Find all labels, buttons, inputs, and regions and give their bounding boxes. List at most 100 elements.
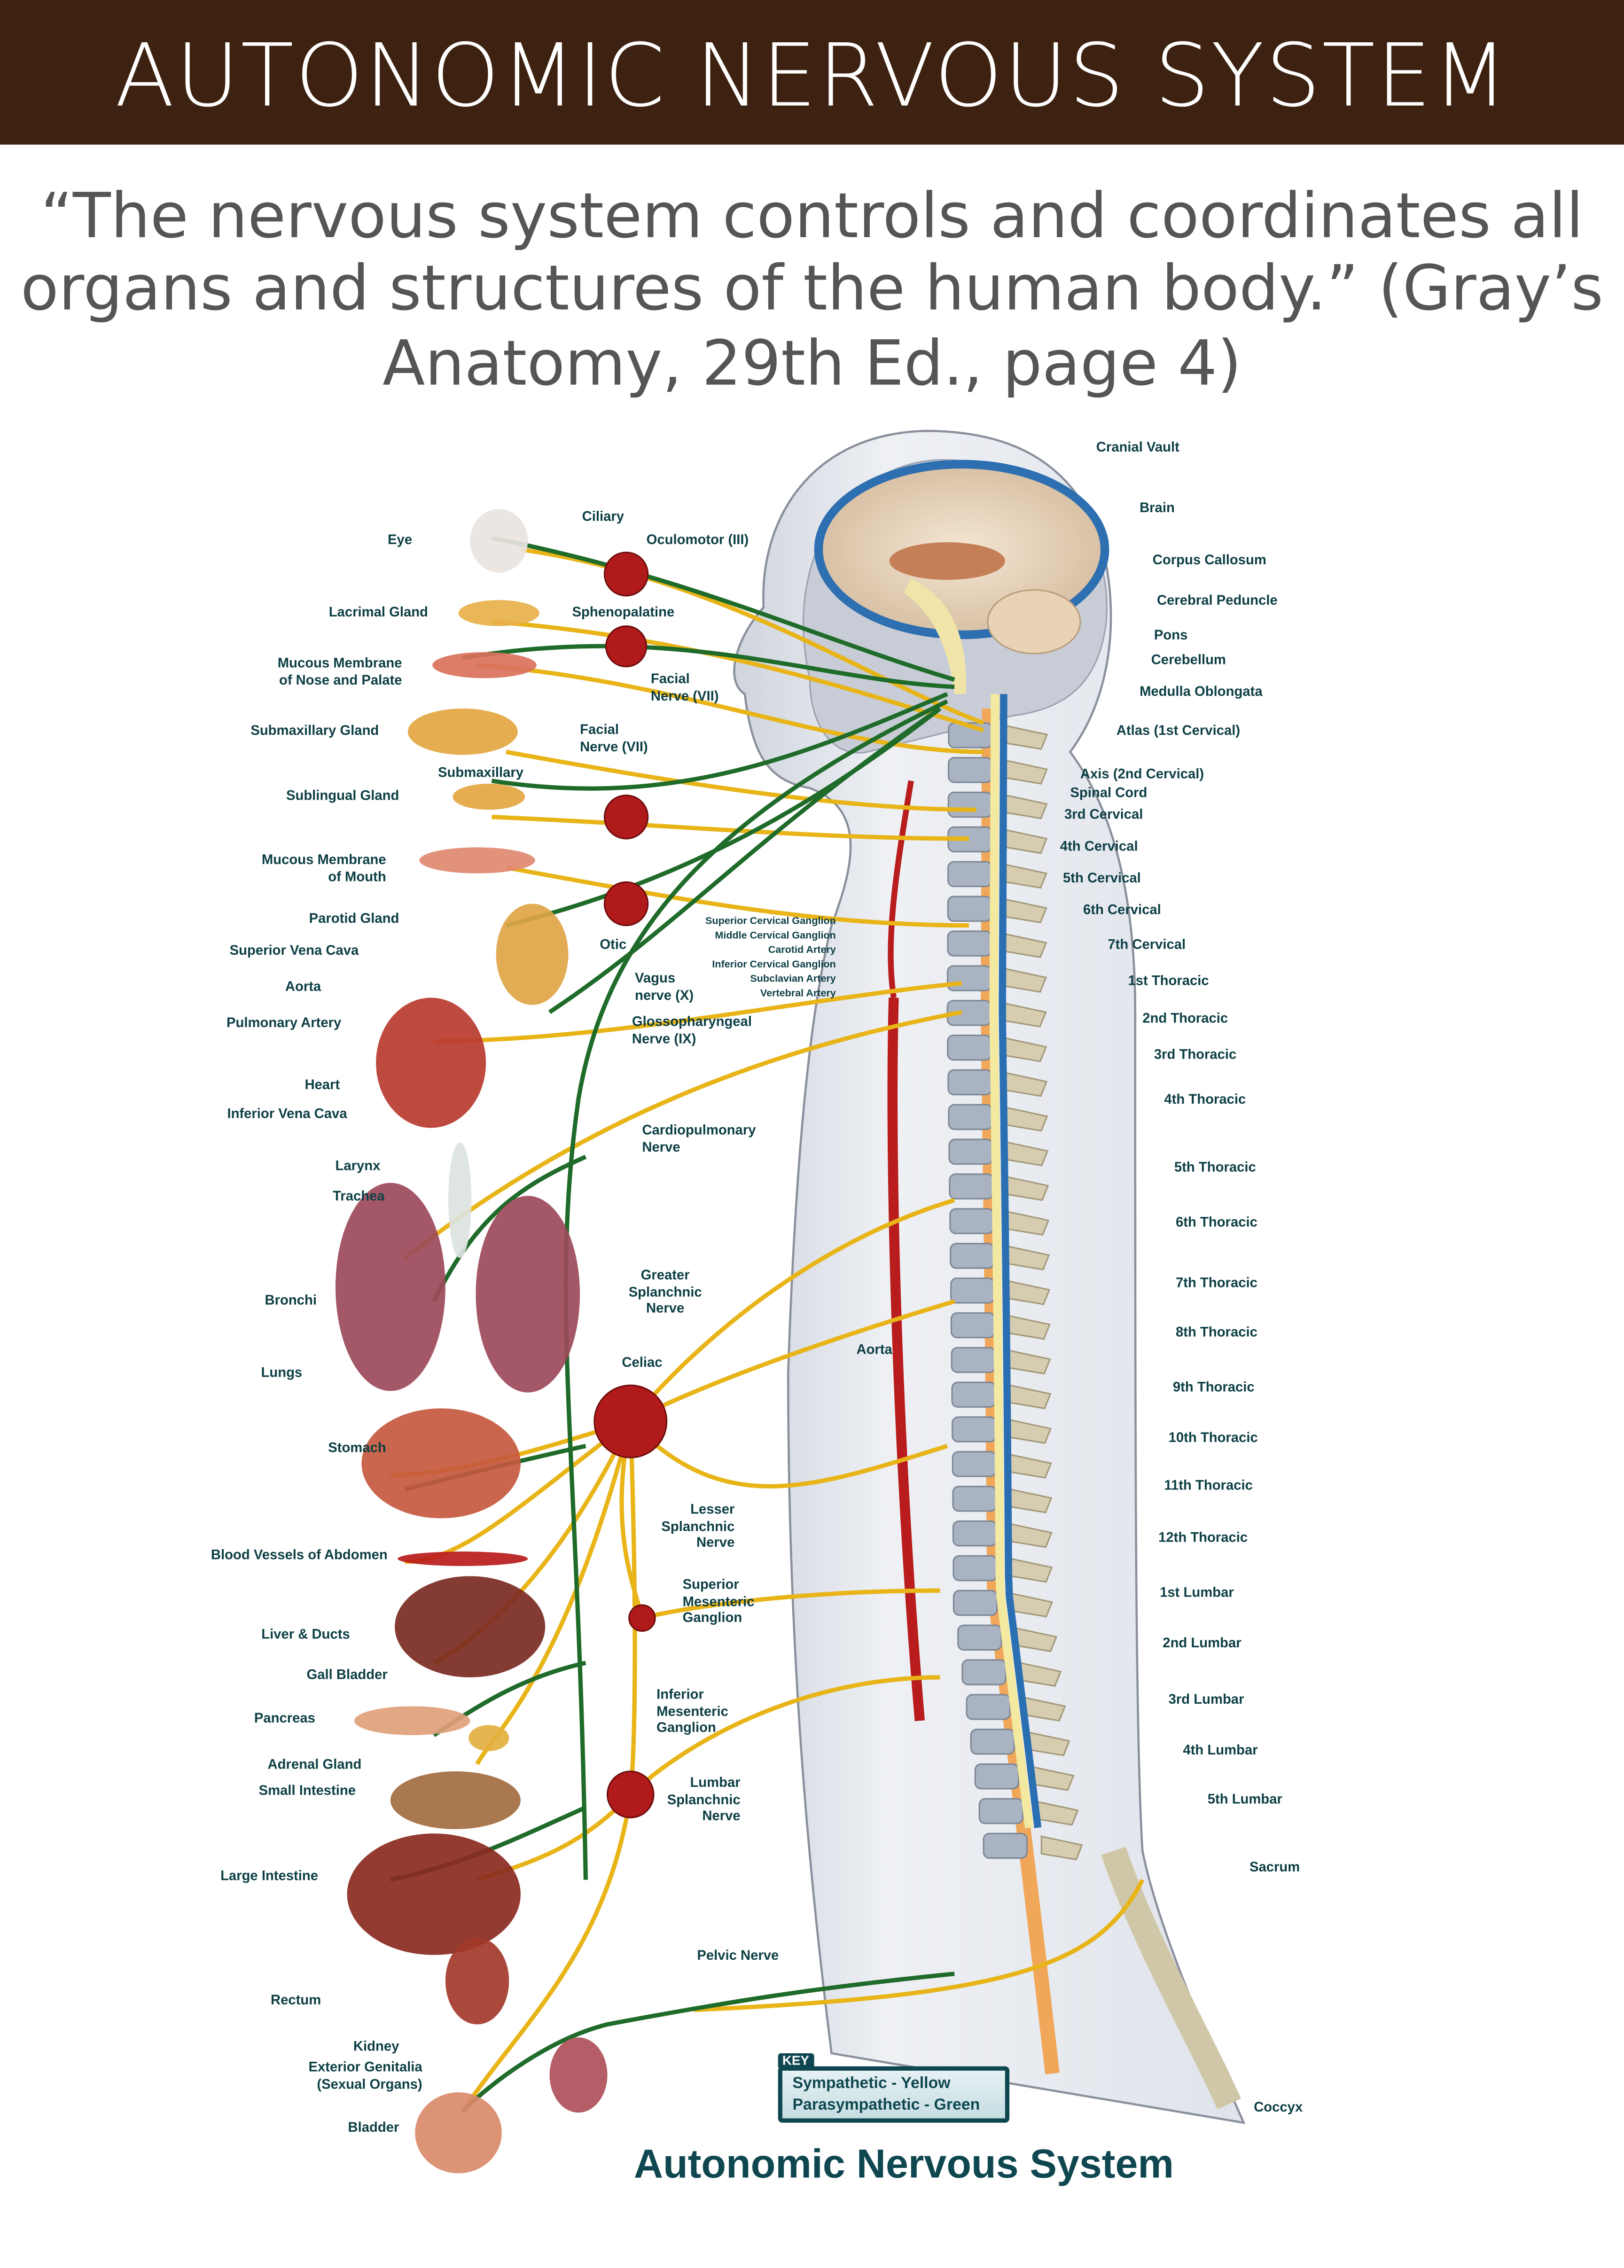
label-organs-5: Mucous Membrane of Mouth <box>261 852 386 885</box>
corpus-callosum <box>889 542 1005 580</box>
label-spine-14: 7th Cervical <box>1108 937 1186 953</box>
vertebral-body <box>949 1208 994 1234</box>
genitalia <box>549 2037 608 2113</box>
brainstem <box>904 578 967 694</box>
adrenal-gland <box>468 1725 509 1751</box>
label-nerves-13: Superior Mesenteric Ganglion <box>682 1577 755 1627</box>
spinal-column <box>946 694 1241 2110</box>
bottom-title: Autonomic Nervous System <box>633 2141 1174 2187</box>
label-organs-27: Bladder <box>348 2120 399 2136</box>
aorta-artery <box>887 998 925 1722</box>
label-spine-22: 8th Thoracic <box>1176 1325 1257 1341</box>
ciliary-ganglion <box>603 552 649 597</box>
label-spine-32: Sacrum <box>1249 1860 1300 1876</box>
vertebral-body <box>952 1451 997 1477</box>
label-nerves-4: Facial Nerve (VII) <box>580 722 648 755</box>
label-organs-9: Pulmonary Artery <box>226 1015 342 1032</box>
label-spine-8: Axis (2nd Cervical) <box>1080 766 1204 783</box>
label-organs-8: Aorta <box>285 979 321 996</box>
label-organs-23: Large Intestine <box>220 1868 319 1885</box>
label-nerves-7: Vagus nerve (X) <box>635 971 694 1004</box>
sympathetic-nerve <box>492 619 984 733</box>
vertebral-body <box>952 1486 997 1512</box>
label-spine-5: Cerebellum <box>1151 652 1226 669</box>
label-spine-27: 1st Lumbar <box>1160 1585 1234 1601</box>
quote-line-1: “The nervous system controls and coordin… <box>40 180 1584 253</box>
label-spine-0: Cranial Vault <box>1096 440 1179 456</box>
vertebral-body <box>948 1138 993 1165</box>
label-organs-26: Exterior Genitalia (Sexual Organs) <box>308 2059 422 2093</box>
label-spine-29: 3rd Lumbar <box>1168 1692 1244 1708</box>
vertebral-body <box>970 1729 1015 1755</box>
submaxillary-gland <box>407 708 518 755</box>
trachea <box>448 1142 472 1258</box>
vertebral-body <box>953 1590 998 1616</box>
lacrimal-gland <box>458 600 539 626</box>
sympathetic-nerve <box>506 749 976 812</box>
label-nerves-1: Oculomotor (III) <box>646 532 749 549</box>
label-spine-21: 7th Thoracic <box>1176 1276 1257 1292</box>
label-organs-18: Liver & Ducts <box>261 1627 350 1643</box>
label-organs-6: Parotid Gland <box>309 911 399 927</box>
label-nerves-16: Pelvic Nerve <box>697 1948 779 1964</box>
label-spine-11: 4th Cervical <box>1060 839 1138 855</box>
superior-mesenteric-ganglion <box>628 1604 656 1632</box>
vertebral-body <box>961 1659 1007 1685</box>
parasympathetic-nerve <box>462 644 955 689</box>
label-neck-1: Middle Cervical Ganglion <box>715 931 836 942</box>
label-spine-4: Pons <box>1154 628 1188 644</box>
label-organs-3: Submaxillary Gland <box>250 723 379 740</box>
label-organs-0: Eye <box>388 532 413 549</box>
label-spine-17: 3rd Thoracic <box>1154 1047 1237 1063</box>
sympathetic-nerve <box>629 1419 948 1489</box>
quote-line-2: organs and structures of the human body.… <box>20 253 1604 326</box>
spinal-cord-core <box>989 694 1034 1829</box>
vertebral-process <box>1040 1835 1083 1861</box>
label-nerves-6: Otic <box>600 937 627 953</box>
label-organs-2: Mucous Membrane of Nose and Palate <box>277 655 402 688</box>
label-spine-18: 4th Thoracic <box>1164 1092 1246 1108</box>
label-nerves-3: Facial Nerve (VII) <box>650 671 719 704</box>
key-tab: KEY <box>778 2053 814 2068</box>
parasympathetic-nerve <box>432 1154 587 1302</box>
otic-ganglion <box>603 881 649 927</box>
label-nerves-9: Cardiopulmonary Nerve <box>642 1122 756 1155</box>
vertebral-body <box>948 757 993 783</box>
nerve-paths <box>390 536 1145 2113</box>
label-spine-33: Coccyx <box>1254 2100 1303 2116</box>
label-nerves-14: Inferior Mesenteric Ganglion <box>656 1687 728 1737</box>
label-organs-4: Sublingual Gland <box>286 788 399 804</box>
nasal-mucosa <box>432 652 537 678</box>
key-legend: Sympathetic - Yellow Parasympathetic - G… <box>778 2066 1010 2123</box>
label-organs-24: Rectum <box>270 1993 321 2009</box>
vertebral-body <box>950 1312 996 1339</box>
quote-line-3: Anatomy, 29th Ed., page 4) <box>382 328 1242 401</box>
label-nerves-10: Greater Splanchnic Nerve <box>628 1268 702 1317</box>
key-sympathetic: Sympathetic - Yellow <box>792 2075 951 2093</box>
label-spine-25: 11th Thoracic <box>1164 1478 1253 1494</box>
label-organs-25: Kidney <box>353 2039 399 2055</box>
vertebral-body <box>952 1520 998 1547</box>
header-bar: AUTONOMIC NERVOUS SYSTEM <box>0 0 1624 145</box>
sublingual-gland <box>453 784 525 810</box>
vertebral-body <box>947 930 992 957</box>
vertebral-body <box>947 861 992 888</box>
pancreas <box>354 1706 470 1736</box>
parasympathetic-nerve <box>461 1972 955 2113</box>
heart <box>376 998 486 1128</box>
small-intestine <box>390 1771 521 1830</box>
label-organs-12: Larynx <box>335 1158 381 1175</box>
label-neck-5: Vertebral Artery <box>760 989 836 999</box>
carotid-artery <box>888 780 914 998</box>
parotid-gland <box>496 904 569 1005</box>
label-nerves-8: Glossopharyngeal Nerve (IX) <box>632 1014 752 1047</box>
stomach <box>361 1408 521 1519</box>
label-organs-1: Lacrimal Gland <box>328 605 428 621</box>
label-organs-15: Lungs <box>261 1365 303 1381</box>
sympathetic-nerve <box>506 865 969 928</box>
label-spine-28: 2nd Lumbar <box>1163 1636 1241 1652</box>
label-organs-10: Heart <box>304 1077 340 1094</box>
vertebral-body <box>947 1034 992 1061</box>
